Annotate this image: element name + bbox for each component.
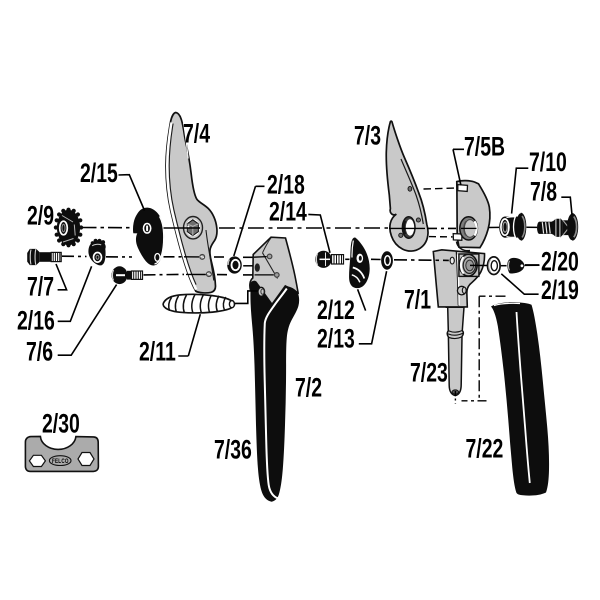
svg-text:7/7: 7/7	[27, 271, 54, 301]
svg-text:7/2: 7/2	[295, 372, 322, 402]
svg-text:2/14: 2/14	[269, 196, 307, 226]
svg-text:7/22: 7/22	[466, 433, 504, 463]
svg-text:2/19: 2/19	[541, 275, 579, 305]
svg-text:7/5B: 7/5B	[464, 131, 505, 161]
svg-text:2/12: 2/12	[317, 295, 355, 325]
svg-text:2/16: 2/16	[17, 305, 55, 335]
svg-text:2/30: 2/30	[42, 408, 80, 438]
svg-text:2/18: 2/18	[267, 169, 305, 199]
svg-text:2/15: 2/15	[80, 158, 118, 188]
svg-text:7/8: 7/8	[530, 176, 557, 206]
svg-text:2/11: 2/11	[139, 336, 176, 366]
svg-text:2/20: 2/20	[541, 246, 579, 276]
svg-text:7/6: 7/6	[26, 336, 53, 366]
svg-text:7/1: 7/1	[404, 284, 431, 314]
svg-text:7/10: 7/10	[529, 147, 567, 177]
svg-text:2/9: 2/9	[27, 200, 54, 230]
svg-text:FELCO: FELCO	[52, 458, 69, 465]
svg-text:7/4: 7/4	[183, 118, 210, 148]
svg-text:7/23: 7/23	[410, 357, 448, 387]
svg-text:7/3: 7/3	[354, 120, 381, 150]
svg-text:7/36: 7/36	[214, 434, 252, 464]
svg-text:2/13: 2/13	[317, 323, 355, 353]
